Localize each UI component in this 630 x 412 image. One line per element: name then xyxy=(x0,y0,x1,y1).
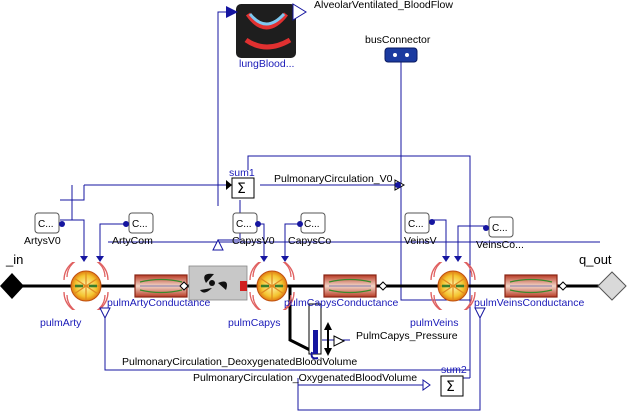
pulm-capys-conductance-label: pulmCapysConductance xyxy=(284,297,399,309)
capys-v0-label: CapysV0 xyxy=(232,235,275,247)
const-capys-v0[interactable]: C... xyxy=(232,212,258,234)
svg-text:Σ: Σ xyxy=(237,181,246,197)
sum2-label: sum2 xyxy=(441,364,467,376)
capys-comp-label: CapysCo xyxy=(288,235,331,247)
pump-input-triangle[interactable] xyxy=(212,238,224,251)
pulm-arty-compartment[interactable] xyxy=(63,258,109,314)
bus-connector[interactable] xyxy=(384,47,418,63)
pressure-output-triangle[interactable] xyxy=(333,335,346,347)
pulm-veins-conductance[interactable] xyxy=(504,274,558,298)
const-capys-comp[interactable]: C... xyxy=(300,212,326,234)
svg-text:C...: C... xyxy=(38,219,54,230)
svg-text:C...: C... xyxy=(408,219,424,230)
connector-dots xyxy=(59,182,489,231)
compartment-input-arrows xyxy=(80,256,462,262)
const-arty-comp[interactable]: C... xyxy=(128,212,154,234)
pulm-veins-compartment[interactable] xyxy=(430,258,476,314)
sum1-label: sum1 xyxy=(229,167,255,179)
const-veins-comp[interactable]: C... xyxy=(488,216,514,238)
svg-text:Σ: Σ xyxy=(446,379,455,395)
sum2-block[interactable]: Σ xyxy=(440,375,464,397)
const-artys-v0[interactable]: C... xyxy=(34,212,60,234)
pulm-capys-label: pulmCapys xyxy=(228,317,281,329)
arty-comp-label: ArtyCom xyxy=(112,235,153,247)
svg-text:C...: C... xyxy=(236,219,252,230)
veins-v0-label: VeinsV xyxy=(404,235,437,247)
pressure-sensor[interactable] xyxy=(308,303,322,360)
alveolar-label: AlveolarVentilated_BloodFlow xyxy=(314,0,453,11)
svg-text:C...: C... xyxy=(492,223,508,234)
pump-fan-block[interactable] xyxy=(188,265,248,301)
pulm-arty-label: pulmArty xyxy=(40,317,82,329)
pulm-arty-conductance[interactable] xyxy=(134,274,188,298)
port-out-label: q_out xyxy=(579,252,612,267)
sum1-block[interactable]: Σ xyxy=(231,177,255,199)
capys-pressure-label: PulmCapys_Pressure xyxy=(356,330,458,342)
volume-output-triangles xyxy=(99,307,486,391)
oxy-volume-label: PulmonaryCirculation_OxygenatedBloodVolu… xyxy=(193,372,417,384)
veins-comp-label: VeinsCo... xyxy=(476,239,524,251)
const-veins-v0[interactable]: C... xyxy=(404,212,430,234)
pulm-veins-label: pulmVeins xyxy=(410,317,458,329)
lung-label: lungBlood... xyxy=(239,58,294,70)
lung-input-arrow[interactable] xyxy=(226,6,238,18)
pulm-arty-conductance-label: pulmArtyConductance xyxy=(107,297,210,309)
pulm-veins-conductance-label: pulmVeinsConductance xyxy=(474,297,584,309)
port-out-diamond[interactable] xyxy=(597,271,627,301)
flow-diamonds xyxy=(179,281,568,291)
alveolar-output-arrow[interactable] xyxy=(292,3,307,21)
sensor-output-arrows xyxy=(324,322,332,356)
port-in-label: _in xyxy=(5,252,23,267)
pulm-capys-conductance[interactable] xyxy=(323,274,377,298)
deoxy-volume-label: PulmonaryCirculation_DeoxygenatedBloodVo… xyxy=(122,356,357,368)
svg-text:C...: C... xyxy=(132,219,148,230)
bus-connector-label: busConnector xyxy=(365,34,431,46)
port-in-diamond[interactable] xyxy=(0,273,24,299)
pc-v0-label: PulmonaryCirculation_V0 xyxy=(274,173,393,185)
lung-blood-icon[interactable] xyxy=(236,4,296,58)
sum-input-arrow xyxy=(226,180,232,190)
svg-text:C...: C... xyxy=(304,219,320,230)
artys-v0-label: ArtysV0 xyxy=(24,235,61,247)
